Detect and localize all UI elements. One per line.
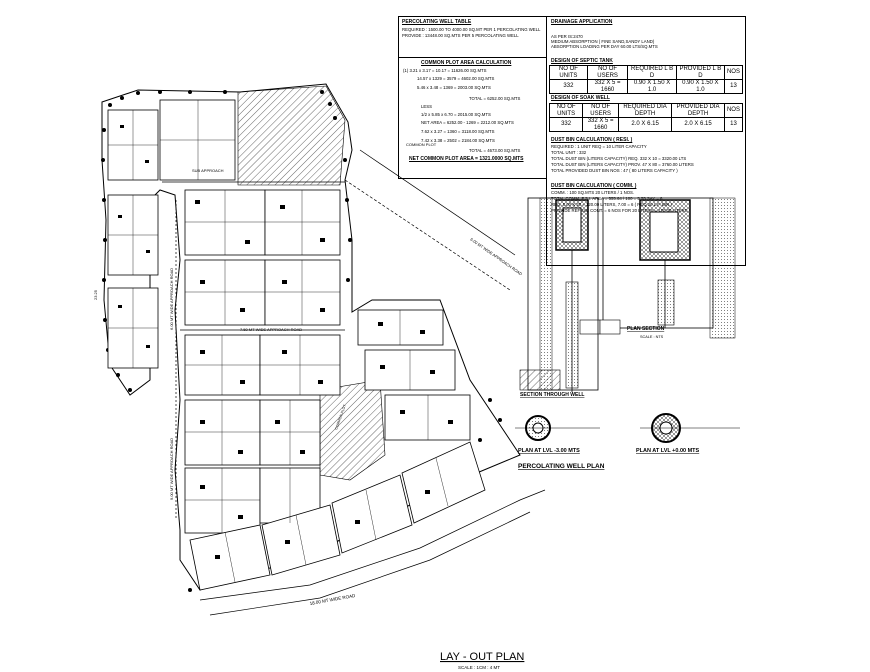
sub-approach-label: SUB APPROACH xyxy=(192,168,224,173)
septic-h3: PROVIDED L B D xyxy=(675,65,725,80)
main-road-label: 18.00 MT WIDE ROAD xyxy=(309,593,356,606)
drainage-line-2: MEDIUM ABSORPTION ( FINE SAND,SANDY LAND… xyxy=(551,39,655,44)
septic-c3: 0.90 X 1.50 X 1.0 xyxy=(675,79,725,94)
plan-lvl-zero-label: PLAN AT LVL +0.00 MTS xyxy=(636,448,700,454)
dust-comm-1: COMM. : 100 SQ.MTS 20 LITERS / 1 NOS. xyxy=(551,190,635,195)
mid-road-label: 7.50 MT WIDE APPROACH ROAD xyxy=(240,327,302,332)
septic-h2: REQUIRED L B D xyxy=(627,65,677,80)
well-section-detail xyxy=(519,197,601,392)
soakwell-h3: PROVIDED DIA DEPTH xyxy=(671,103,725,118)
soakwell-h4: NOS xyxy=(723,103,744,118)
plan-section-scale: SCALE : NTS xyxy=(640,335,664,339)
common-plot-result: NET COMMON PLOT AREA = 1321.0000 SQ.MTS xyxy=(409,156,524,162)
common-plot-6: 1/2 x 5.85 x 6.70 = 2015.00 SQ.MTS xyxy=(421,112,491,117)
septic-c0: 332 xyxy=(549,79,588,94)
percolating-table-title: PERCOLATING WELL TABLE xyxy=(402,19,472,25)
common-plot-4: TOTAL = 6252.00 SQ.MTS xyxy=(469,96,521,101)
common-plot-2: 14.57 x 1329 = 3579 = 4602.00 SQ.MTS xyxy=(417,76,495,81)
drainage-line-1: AS PER IS:2470 xyxy=(551,34,583,39)
soakwell-h0: NO OF UNITS xyxy=(548,103,584,118)
septic-c4: 13 xyxy=(723,79,744,94)
soakwell-title: DESIGN OF SOAK WELL xyxy=(551,95,610,101)
plot-dim-label: 23.25 xyxy=(93,289,98,300)
plan-lvl-minus-circle xyxy=(515,415,600,441)
common-plot-10: TOTAL = 4673.00 SQ.MTS xyxy=(469,148,521,153)
soakwell-c2: 2.0 X 6.15 xyxy=(618,117,673,132)
common-plot-9: 7.42 x 3.38 = 2502 = 2184.00 SQ.MTS xyxy=(421,138,495,143)
percolating-table-panel: PERCOLATING WELL TABLE REQUIRED : 1500.0… xyxy=(398,16,547,58)
septic-h1: NO OF USERS xyxy=(586,65,629,80)
septic-h0: NO OF UNITS xyxy=(549,65,588,80)
common-plot-8: 7.62 x 3.27 = 1360 = 3118.00 SQ.MTS xyxy=(421,129,495,134)
soakwell-h1: NO OF USERS xyxy=(582,103,620,118)
soakwell-h2: REQUIRED DIA DEPTH xyxy=(618,103,673,118)
drainage-title: DRAINAGE APPLICATION xyxy=(551,19,613,25)
plan-lvl-zero-circle xyxy=(640,413,740,443)
soakwell-c3: 2.0 X 6.15 xyxy=(671,117,725,132)
dust-resi-2: TOTAL UNIT : 332 xyxy=(551,150,587,155)
septic-c1: 332 X 5 = 1660 xyxy=(586,79,629,94)
left-road-label: 6.00 MT WIDE APPROACH ROAD xyxy=(169,268,174,330)
percolating-required: REQUIRED : 1500.00 TO 4000.00 SQ.MT PER … xyxy=(402,27,541,32)
drainage-panel: DRAINAGE APPLICATION AS PER IS:2470 MEDI… xyxy=(546,16,746,266)
common-plot-5: LESS xyxy=(421,104,432,109)
layout-plan-scale: SCALE : 1CM : 4 MT xyxy=(458,665,500,670)
common-plot-1: (1) 3.21 x 3.17 = 10.17 = 11626.00 SQ.MT… xyxy=(403,68,487,73)
section-through-well-title: SECTION THROUGH WELL xyxy=(520,392,584,398)
plan-lvl-minus-label: PLAN AT LVL -3.00 MTS xyxy=(518,448,580,454)
dust-comm-2: TOTAL COMM. F.S.I. AREA = 555.64 / 100 =… xyxy=(551,196,663,201)
septic-c2: 0.90 X 1.50 X 1.0 xyxy=(627,79,677,94)
dust-comm-4: PROVIDE REFUSE CONT. = 6 NOS FOR 20 LITE… xyxy=(551,208,688,213)
common-plot-label: COMMON PLOT xyxy=(406,142,437,147)
septic-h4: NOS xyxy=(723,65,744,80)
dust-comm-title: DUST BIN CALCULATION ( COMM. ) xyxy=(551,183,637,189)
percolating-well-plan-label: PERCOLATING WELL PLAN xyxy=(518,463,605,470)
septic-table: NO OF UNITS NO OF USERS REQUIRED L B D P… xyxy=(549,65,744,94)
common-plot-3: 5.46 x 3.48 = 1369 = 2003.00 SQ.MTS xyxy=(417,85,491,90)
room-partitions xyxy=(108,100,449,583)
plan-section-title: PLAN SECTION xyxy=(627,326,665,332)
percolating-provide: PROVIDE : 13448.00 SQ.MTS PER 5 PERCOLAT… xyxy=(402,33,519,38)
drainage-line-3: ABSORPTION LOADING PER DAY 60.00 LTS/SQ.… xyxy=(551,44,658,49)
dust-resi-1: REQUIRED : 1 UNIT REQ = 10 LITER CAPACIT… xyxy=(551,144,647,149)
roads xyxy=(162,149,546,616)
common-plot-panel: COMMON PLOT AREA CALCULATION (1) 3.21 x … xyxy=(398,56,547,179)
fixtures xyxy=(118,125,453,559)
site-boundary xyxy=(101,83,521,591)
common-plot-north xyxy=(237,85,346,186)
soakwell-c0: 332 xyxy=(548,117,584,132)
soakwell-table: NO OF UNITS NO OF USERS REQUIRED DIA DEP… xyxy=(548,103,744,132)
soakwell-c1: 332 X 5 = 1660 xyxy=(582,117,620,132)
dust-resi-title: DUST BIN CALCULATION ( RESI. ) xyxy=(551,137,633,143)
common-plot-7: NET AREA = 6252.00 - 1269 = 2212.00 SQ.M… xyxy=(421,120,514,125)
layout-plan-title: LAY - OUT PLAN xyxy=(440,651,524,663)
dust-comm-3: REQ. 6.00 X 20 = 120.00 LITERS, 7.00 = 6… xyxy=(551,202,672,207)
left-road2-label: 9.00 MT WIDE APPROACH ROAD xyxy=(169,438,174,500)
dust-resi-5: TOTAL PROVIDED DUST BIN NOS : 47 ( 80 LI… xyxy=(551,168,678,173)
soakwell-c4: 13 xyxy=(723,117,744,132)
dust-resi-4: TOTAL DUST BIN (LITERS CAPACITY) PROV. 4… xyxy=(551,162,694,167)
dust-resi-3: TOTAL DUST BIN (LITERS CAPACITY) REQ. 33… xyxy=(551,156,687,161)
plan-section-detail xyxy=(599,197,736,339)
common-plot-title: COMMON PLOT AREA CALCULATION xyxy=(421,60,512,66)
septic-title: DESIGN OF SEPTIC TANK xyxy=(551,58,613,64)
